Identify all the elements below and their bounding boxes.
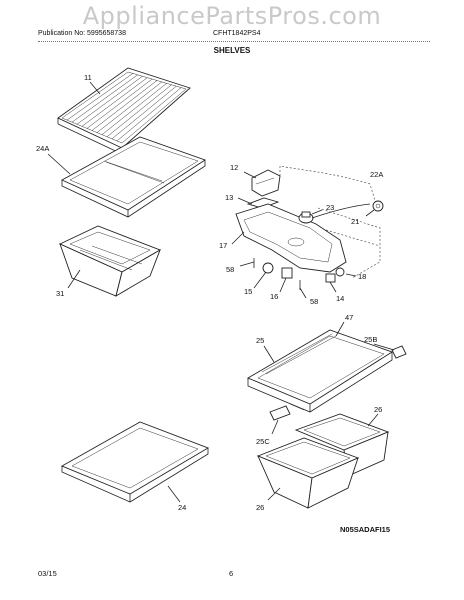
callout-58b: 58 — [310, 297, 318, 306]
leader-47 — [335, 321, 345, 337]
callout-21: 21 — [351, 217, 359, 226]
leader-18 — [345, 273, 357, 277]
leader-21 — [365, 209, 375, 217]
diagram-reference-code: N05SADAFI15 — [340, 525, 390, 534]
leader-26a — [367, 413, 379, 427]
callout-15: 15 — [244, 287, 252, 296]
callout-13: 13 — [225, 193, 233, 202]
header-rule — [38, 41, 430, 42]
section-title: SHELVES — [213, 46, 251, 55]
control-assembly[interactable] — [235, 165, 384, 290]
wire-rod — [76, 76, 143, 125]
drawer-31-part[interactable] — [58, 225, 162, 297]
callout-18: 18 — [358, 272, 366, 281]
bulb-15-part — [262, 262, 274, 274]
callout-11: 11 — [84, 73, 92, 82]
endcap-25c-part — [269, 405, 291, 421]
leader-12 — [243, 171, 257, 179]
grommet-18-part — [335, 267, 345, 277]
callout-14: 14 — [336, 294, 344, 303]
switch-14-part — [325, 273, 336, 283]
glass-shelf-24a-part[interactable] — [60, 136, 207, 218]
wire-rod — [66, 73, 133, 121]
wire-rod — [106, 84, 172, 137]
callout-17: 17 — [219, 241, 227, 250]
leader-17 — [231, 231, 245, 245]
leader-11 — [89, 81, 101, 95]
publication-number: Publication No: 5995658738 — [38, 30, 126, 37]
callout-12: 12 — [230, 163, 238, 172]
callout-25c: 25C — [256, 437, 270, 446]
wire-shelf-part[interactable] — [57, 67, 191, 155]
callout-22a: 22A — [370, 170, 383, 179]
callout-26b: 26 — [256, 503, 264, 512]
leader-25c — [271, 419, 279, 435]
callout-23: 23 — [326, 203, 334, 212]
callout-58a: 58 — [226, 265, 234, 274]
footer-page-number: 6 — [229, 569, 234, 578]
footer-date: 03/15 — [38, 569, 57, 578]
shelf-25-47-part[interactable] — [246, 329, 407, 421]
wire-rod — [111, 85, 177, 140]
plate-13-part — [246, 197, 280, 209]
cover-12-part — [251, 169, 281, 197]
leader-16 — [279, 277, 287, 293]
callout-25: 25 — [256, 336, 264, 345]
model-number: CFHT1842PS4 — [213, 30, 261, 37]
leader-25 — [263, 345, 275, 363]
leader-24a — [47, 153, 71, 175]
leader-13 — [237, 197, 253, 205]
callout-24a: 24A — [36, 144, 49, 153]
leader-58b — [299, 287, 307, 299]
callout-31: 31 — [56, 289, 64, 298]
leader-14 — [329, 281, 337, 293]
callout-47: 47 — [345, 313, 353, 322]
wire-rod — [101, 83, 167, 135]
leader-26b — [267, 487, 281, 501]
knob-21-part — [372, 200, 384, 212]
callout-16: 16 — [270, 292, 278, 301]
wire-rod — [116, 87, 182, 142]
leader-15 — [253, 271, 267, 289]
leader-23 — [311, 209, 323, 215]
glass-shelf-24-part[interactable] — [60, 421, 210, 503]
leader-24 — [167, 485, 181, 503]
drawer-26-part[interactable] — [256, 413, 390, 509]
callout-24: 24 — [178, 503, 186, 512]
leader-58a — [239, 261, 255, 267]
endcap-25b-part — [391, 345, 407, 359]
wire-rod — [86, 78, 153, 129]
wire-rod — [96, 81, 162, 133]
wire-rod — [71, 74, 138, 123]
wire-rod — [91, 80, 158, 131]
callout-26a: 26 — [374, 405, 382, 414]
callout-25b: 25B — [364, 335, 377, 344]
wire-rod — [81, 77, 148, 127]
housing-17-part — [235, 203, 347, 273]
leader-31 — [67, 269, 81, 289]
leader-25b — [373, 343, 395, 351]
socket-16-part — [281, 267, 293, 279]
watermark: AppliancePartsPros.com — [82, 2, 382, 30]
